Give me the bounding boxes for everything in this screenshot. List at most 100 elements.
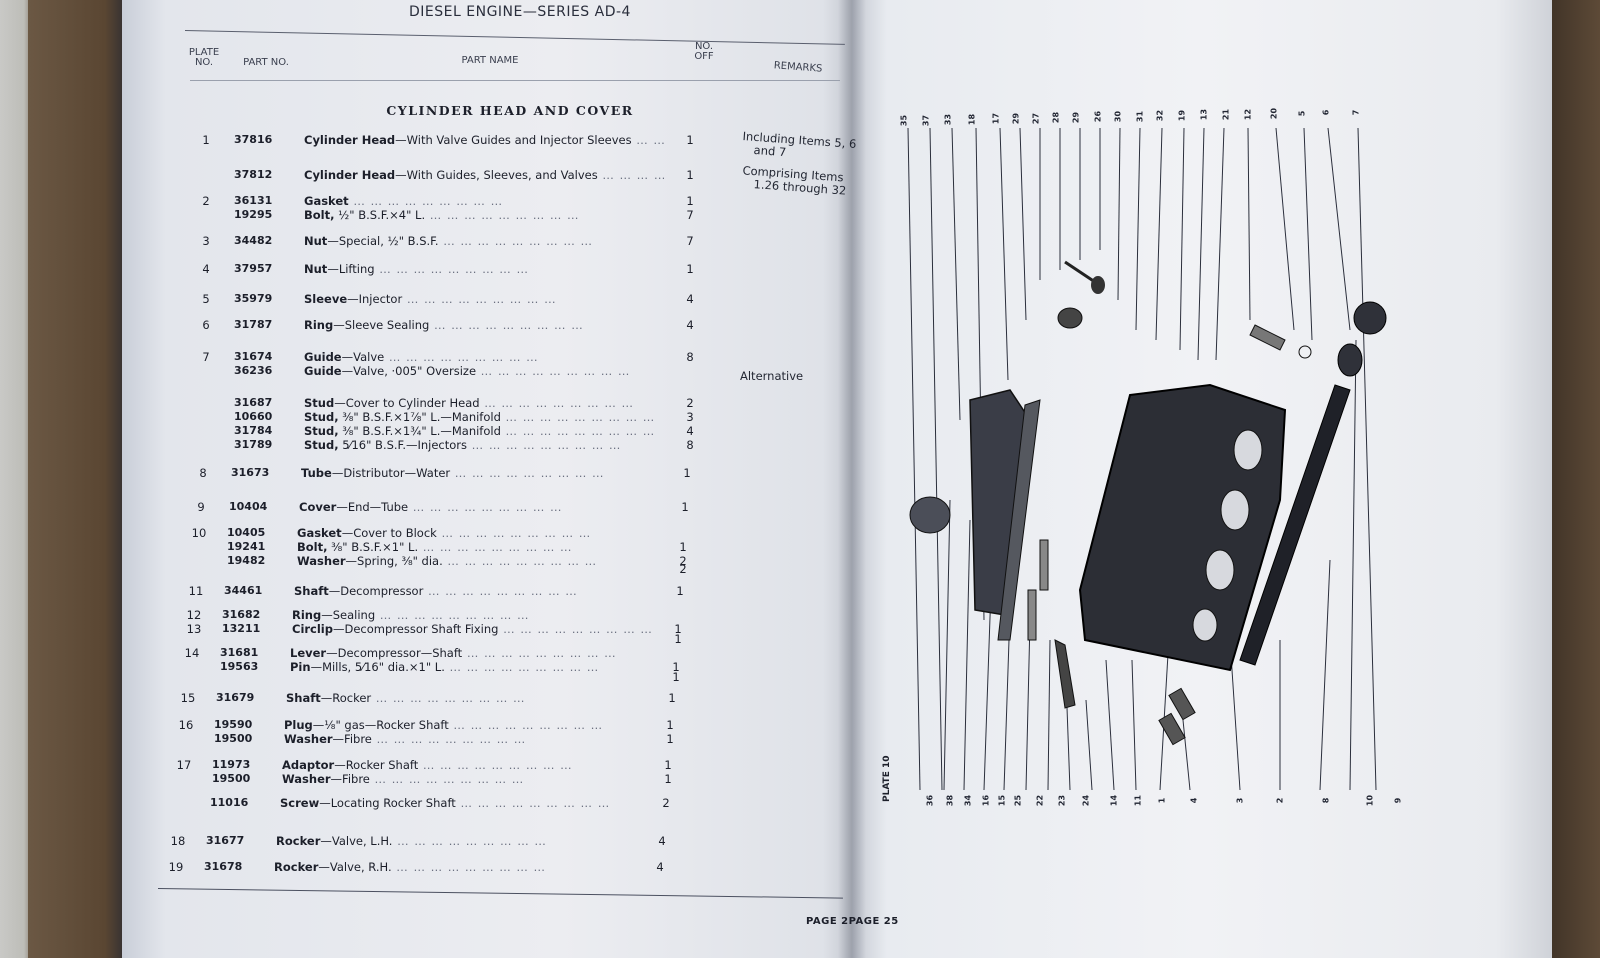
callout-number: 24	[1081, 794, 1091, 807]
callout-number: 19	[1177, 109, 1187, 121]
left-page	[122, 0, 852, 958]
seal-ring-shape	[1298, 345, 1312, 359]
callout-number: 3	[1235, 797, 1245, 804]
part-name: Nut—Lifting … … … … … … … … …	[304, 262, 664, 276]
callout-number: 29	[1071, 111, 1081, 123]
quantity: 1	[666, 732, 674, 746]
quantity: 1	[683, 466, 691, 480]
part-number: 31789	[234, 438, 273, 451]
part-number: 31678	[204, 860, 243, 873]
part-name-main: Shaft	[286, 691, 321, 705]
leader-dots: … … … … … … … … …	[442, 554, 598, 568]
plate-number: 8	[199, 466, 207, 480]
part-name-detail: —Fibre	[332, 732, 372, 746]
part-name: Circlip—Decompressor Shaft Fixing … … … …	[292, 622, 652, 636]
part-name: Plug—⅛" gas—Rocker Shaft … … … … … … … ……	[284, 718, 644, 732]
injector-sleeve-shape-2	[1158, 712, 1186, 746]
part-name-main: Gasket	[304, 194, 349, 208]
part-number: 19563	[220, 660, 259, 673]
part-name: Washer—Fibre … … … … … … … … …	[284, 732, 644, 746]
part-name: Shaft—Rocker … … … … … … … … …	[286, 691, 646, 705]
part-name: Rocker—Valve, R.H. … … … … … … … … …	[274, 860, 634, 874]
leader-dots: … … … … … … … … …	[384, 350, 539, 364]
part-name-detail: ⅜" B.S.F.×1¾" L.—Manifold	[338, 424, 501, 438]
part-name-main: Tube	[301, 466, 332, 480]
part-name-main: Stud	[304, 396, 335, 410]
part-number: 31679	[216, 691, 255, 704]
callout-number: 26	[1093, 111, 1103, 123]
callout-number: 36	[925, 794, 935, 807]
callout-number: 6	[1321, 110, 1331, 116]
quantity: 1	[672, 670, 680, 684]
part-name-main: Shaft	[294, 584, 329, 598]
plate-number: 14	[184, 646, 200, 660]
quantity: 4	[656, 860, 664, 874]
part-name-detail: —Locating Rocker Shaft	[319, 796, 456, 810]
part-number: 31673	[231, 466, 270, 479]
part-name-detail: —Decompressor—Shaft	[326, 646, 463, 660]
part-name-detail: —Valve, R.H.	[318, 860, 392, 874]
plate-number: 10	[191, 526, 207, 540]
quantity: 1	[676, 584, 684, 598]
quantity: 1	[686, 133, 694, 147]
part-number: 36236	[234, 364, 273, 377]
part-name-detail: —Decompressor Shaft Fixing	[333, 622, 499, 636]
column-header-plate-no: PLATE NO.	[188, 47, 220, 68]
plate-number: 12	[186, 608, 202, 622]
cylinder-head-shape	[1078, 383, 1287, 672]
part-number: 31681	[220, 646, 259, 659]
plate-number: 1	[202, 133, 210, 147]
part-number: 35979	[234, 292, 273, 305]
part-name-detail: —Rocker Shaft	[334, 758, 419, 772]
callout-number: 21	[1221, 108, 1231, 121]
quantity: 1	[686, 262, 694, 276]
part-name-main: Guide	[304, 364, 342, 378]
part-number: 10404	[229, 500, 268, 513]
callout-number: 1	[1157, 797, 1167, 804]
part-name-main: Cylinder Head	[304, 133, 396, 147]
part-name-detail: —Valve, L.H.	[320, 834, 393, 848]
part-name: Stud, 5⁄16" B.S.F.—Injectors … … … … … ……	[304, 438, 664, 452]
leader-dots: … … … … … … … … …	[423, 584, 578, 598]
part-number: 11973	[212, 758, 251, 771]
part-name-detail: —Cover to Block	[341, 526, 437, 540]
part-name-detail: —Mills, 5⁄16" dia.×1" L.	[310, 660, 445, 674]
quantity: 4	[686, 292, 694, 306]
remark-alternative: Alternative	[740, 369, 804, 383]
part-number: 37957	[234, 262, 273, 275]
callout-number: 37	[921, 114, 931, 126]
callout-number: 16	[981, 794, 991, 807]
quantity: 1	[674, 632, 682, 646]
quantity: 2	[679, 562, 687, 576]
leader-dots: … … … … … … … … …	[369, 772, 525, 786]
part-name: Stud—Cover to Cylinder Head … … … … … … …	[304, 396, 664, 410]
callout-number: 29	[1011, 112, 1021, 125]
callout-number: 34	[963, 794, 973, 807]
leader-dots: … … … … … … … … …	[436, 526, 592, 540]
part-name: Nut—Special, ½" B.S.F. … … … … … … … … …	[304, 234, 664, 248]
quantity: 2	[662, 796, 670, 810]
callout-number: 8	[1321, 797, 1331, 804]
part-number: 34482	[234, 234, 273, 247]
callout-number: 13	[1199, 109, 1209, 121]
part-number: 10660	[234, 410, 273, 423]
part-name: Gasket—Cover to Block … … … … … … … … …	[297, 526, 657, 540]
leader-dots: … … … … … … … … …	[455, 796, 611, 810]
leader-dots: … … … … … … … … …	[375, 608, 530, 622]
part-name-detail: —With Guides, Sleeves, and Valves	[395, 168, 598, 182]
callout-number: 20	[1269, 108, 1279, 120]
